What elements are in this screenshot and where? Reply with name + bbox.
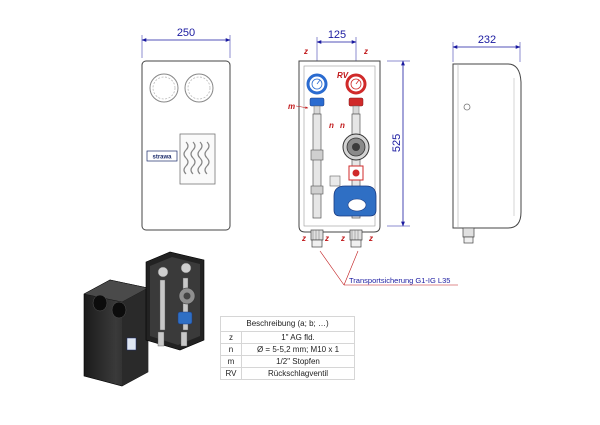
legend-code: n (220, 343, 242, 356)
legend-title: Beschreibung (a; b; …) (220, 316, 355, 332)
iso-cover-port-right (111, 301, 127, 319)
brand-name: strawa (152, 155, 172, 161)
front-port-left (149, 73, 179, 103)
return-fitting (310, 149, 324, 161)
code-m: m (288, 102, 295, 111)
iso-thermometer-left (157, 266, 169, 278)
transport-lock-left (310, 229, 324, 248)
thermometer-red (345, 73, 367, 95)
legend-code: z (220, 331, 242, 344)
legend-desc: Ø = 5-5,2 mm; M10 x 1 (241, 343, 355, 356)
callout-leader-left (319, 250, 345, 286)
open-view: 125 z z RV m n n (288, 29, 458, 286)
legend-row: n Ø = 5-5,2 mm; M10 x 1 (220, 343, 355, 356)
side-bottom-connector (462, 227, 475, 244)
brand-badge (146, 150, 178, 162)
legend-table: Beschreibung (a; b; …) z 1" AG fld. n Ø … (220, 316, 355, 380)
legend-row: z 1" AG fld. (220, 331, 355, 344)
height-label: 525 (391, 134, 403, 152)
code-z-bottom-mid-left: z (324, 234, 329, 243)
code-rv: RV (337, 71, 349, 80)
iso-insulation-blue (177, 311, 193, 325)
iso-pipe-left (159, 279, 166, 331)
bypass-fitting (329, 175, 341, 187)
transport-lock-right (349, 229, 363, 248)
side-shell (452, 63, 522, 229)
code-n-left: n (329, 121, 334, 130)
legend-desc: 1" AG fld. (241, 331, 355, 344)
iso-thermometer-right (180, 262, 192, 274)
code-z-bottom-right: z (368, 234, 373, 243)
valve-handle-red (348, 97, 364, 115)
code-n-right: n (340, 121, 345, 130)
legend-desc: Rückschlagventil (241, 367, 355, 380)
callout-transport-lock: Transportsicherung G1-IG L35 (349, 276, 450, 285)
side-depth-label: 232 (478, 34, 496, 46)
return-fitting-lower (310, 185, 324, 195)
code-z-bottom-left: z (301, 234, 306, 243)
insulation-shell (333, 185, 377, 217)
iso-brand-plate (126, 337, 137, 351)
code-z-bottom-mid-right: z (340, 234, 345, 243)
legend-row: m 1/2" Stopfen (220, 355, 355, 368)
thermometer-blue (306, 73, 328, 95)
front-width-label: 250 (177, 27, 195, 39)
mounting-frame (303, 65, 376, 227)
brand-logo-plate (179, 133, 216, 185)
iso-cover-port-left (92, 294, 108, 312)
check-valve (348, 165, 364, 181)
circulation-pump (342, 133, 370, 161)
side-view: 232 (452, 34, 522, 244)
isometric-product-render (83, 251, 205, 387)
return-pipe (312, 113, 322, 219)
front-view: 250 strawa (141, 27, 231, 231)
legend-row: RV Rückschlagventil (220, 367, 355, 380)
legend-desc: 1/2" Stopfen (241, 355, 355, 368)
code-z-top-right: z (363, 47, 368, 56)
front-port-right (184, 73, 214, 103)
callout-leader-right (343, 250, 359, 286)
code-z-top-left: z (303, 47, 308, 56)
legend-code: RV (220, 367, 242, 380)
legend-code: m (220, 355, 242, 368)
connection-spacing-label: 125 (328, 29, 346, 41)
side-screw-icon (463, 103, 471, 111)
